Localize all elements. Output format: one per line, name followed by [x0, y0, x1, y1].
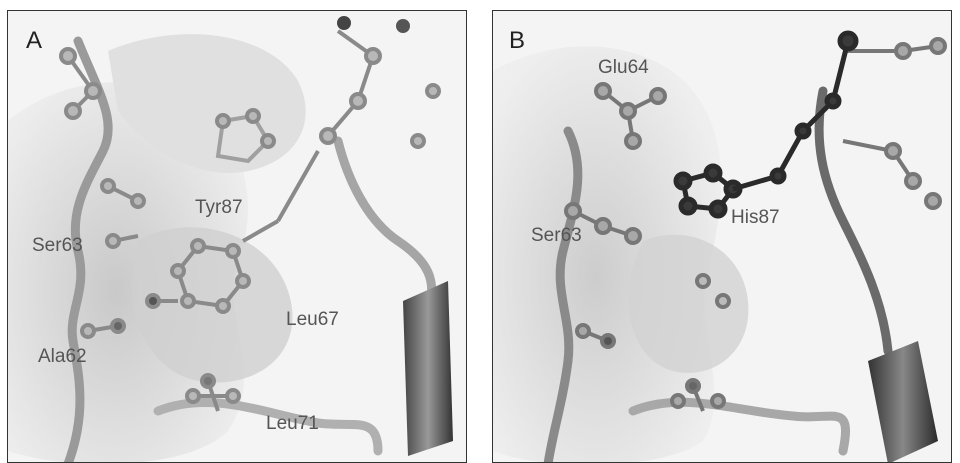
- label-ser63: Ser63: [32, 235, 83, 257]
- label-leu71: Leu71: [266, 413, 319, 435]
- panel-a: A Tyr87 Ser63 Leu67 Ala62 Leu71: [7, 10, 467, 463]
- label-tyr87: Tyr87: [195, 197, 243, 219]
- label-ser63: Ser63: [531, 225, 582, 247]
- label-ala62: Ala62: [38, 346, 87, 368]
- panel-a-letter: A: [26, 27, 42, 55]
- label-glu64: Glu64: [598, 57, 649, 79]
- label-leu67: Leu67: [286, 309, 339, 331]
- panel-b-letter: B: [509, 27, 525, 55]
- label-his87: His87: [731, 207, 780, 229]
- panel-b: B Glu64 Ser63 His87: [492, 10, 952, 463]
